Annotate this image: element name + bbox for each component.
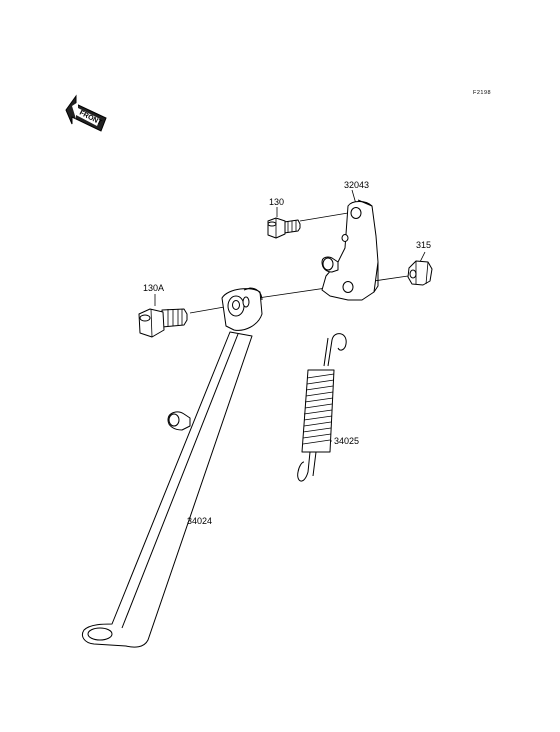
spring-34025 [297, 333, 347, 482]
label-315: 315 [416, 240, 431, 250]
label-34024: 34024 [187, 516, 212, 526]
bolt-130 [267, 217, 301, 239]
front-arrow-icon: FRONT [65, 94, 107, 132]
bracket-32043 [321, 199, 379, 301]
label-130a: 130A [143, 283, 164, 293]
nut-315 [407, 260, 433, 286]
label-32043: 32043 [344, 180, 369, 190]
bolt-130a [138, 308, 188, 338]
figure-code: F2198 [473, 90, 491, 96]
label-34025: 34025 [334, 436, 359, 446]
label-130: 130 [269, 197, 284, 207]
side-stand-34024 [81, 287, 263, 648]
